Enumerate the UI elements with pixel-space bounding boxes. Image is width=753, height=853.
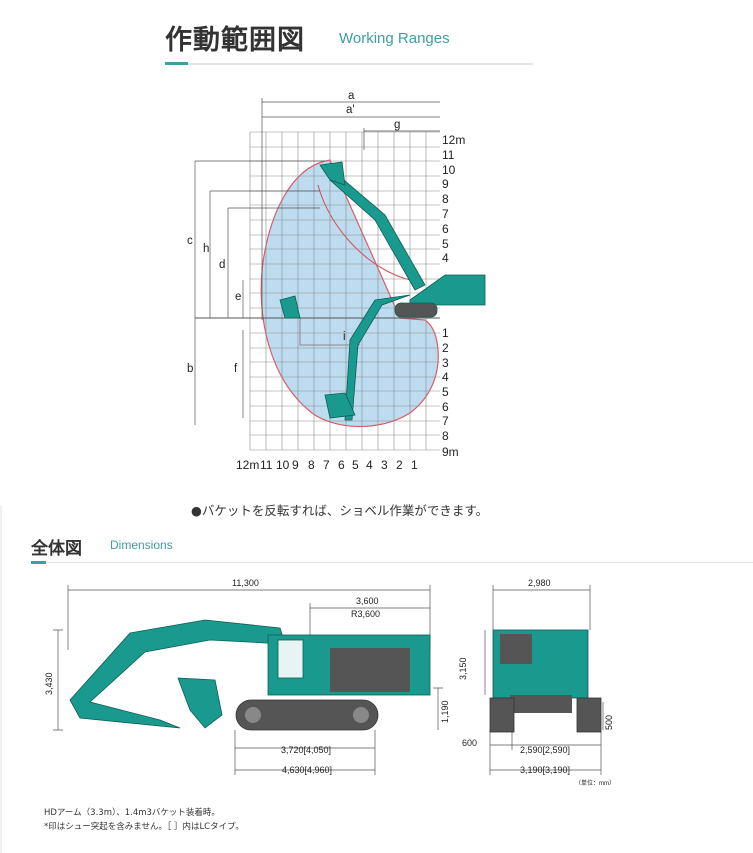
cab-window: [277, 639, 304, 679]
depth-labels: 1 2 3 4 5 6 7 8 9m: [442, 326, 459, 459]
svg-text:6: 6: [442, 222, 449, 236]
boom-arm: [69, 619, 286, 729]
svg-text:5: 5: [442, 385, 449, 399]
svg-text:10: 10: [276, 458, 290, 472]
svg-text:8: 8: [442, 429, 449, 443]
overall-height: 3,430: [44, 672, 54, 695]
dimensions-underline: [31, 562, 753, 563]
side-view: [53, 585, 443, 775]
section-side-rule: [0, 506, 2, 853]
front-undercarriage: [510, 695, 572, 713]
dim-label-a-prime: a': [346, 104, 355, 116]
reach-arc-inner: [317, 184, 411, 281]
svg-text:9: 9: [442, 177, 449, 191]
svg-text:4: 4: [442, 251, 449, 265]
track-gauge: 2,590[2,590]: [520, 745, 570, 755]
dim-label-i: i: [343, 331, 346, 343]
working-ranges-subtitle: Working Ranges: [339, 30, 450, 47]
engine-cover: [330, 648, 410, 692]
svg-text:7: 7: [442, 414, 449, 428]
dimensions-accent-bar: [31, 561, 46, 564]
track-rollers: [245, 707, 369, 723]
svg-text:3: 3: [381, 458, 388, 472]
front-track-right: [576, 697, 602, 733]
tumbler-distance: 3,720[4,050]: [281, 745, 331, 755]
reach-arc-lower: [299, 318, 360, 346]
overall-length: 11,300: [232, 578, 259, 588]
dimensions-subtitle: Dimensions: [110, 538, 173, 552]
title-underline: [165, 63, 533, 65]
height-labels: 12m 11 10 9 8 7 6 5 4: [442, 133, 465, 265]
svg-text:9: 9: [292, 458, 299, 472]
svg-text:5: 5: [352, 458, 359, 472]
horizontal-labels: 12m 11 10 9 8 7 6 5 4 3 2 1: [236, 458, 418, 472]
svg-text:12m: 12m: [236, 458, 259, 472]
svg-text:2: 2: [396, 458, 403, 472]
front-cab: [500, 634, 532, 664]
bucket-note: ●バケットを反転すれば、ショベル作業ができます。: [191, 503, 489, 518]
dim-label-e: e: [235, 291, 241, 303]
svg-text:3: 3: [442, 356, 449, 370]
svg-text:2: 2: [442, 341, 449, 355]
svg-text:11: 11: [442, 148, 455, 162]
footnote-2: *印はシュー突起を含みません。［ ］内はLCタイプ。: [44, 822, 244, 832]
grouser-height: 500: [604, 715, 614, 730]
front-dimension-lines: [484, 585, 604, 775]
svg-text:11: 11: [260, 458, 273, 472]
svg-text:8: 8: [442, 192, 449, 206]
grid: [249, 131, 440, 451]
dim-label-b: b: [187, 363, 193, 375]
undercarriage-width: 3,190[3,190]: [520, 765, 570, 775]
svg-text:10: 10: [442, 163, 456, 177]
counterweight-clearance: 1,190: [440, 700, 450, 723]
dim-label-f: f: [234, 363, 238, 375]
tail-radius: R3,600: [351, 609, 380, 619]
dimensions-title: 全体図: [31, 539, 82, 559]
cab-height: 3,150: [458, 657, 468, 680]
bucket: [177, 677, 223, 729]
shoe-width: 600: [462, 738, 477, 748]
svg-text:9m: 9m: [442, 445, 459, 459]
overall-width: 2,980: [528, 578, 551, 588]
svg-text:8: 8: [308, 458, 315, 472]
svg-text:7: 7: [442, 207, 449, 221]
svg-text:6: 6: [442, 400, 449, 414]
dimension-lines: [194, 98, 440, 425]
dimensions-diagram: 11,300 3,600 R3,600 3,430 1,190 3,720[4,…: [44, 578, 615, 787]
unit-label: （単位：mm）: [575, 779, 615, 787]
svg-text:4: 4: [366, 458, 373, 472]
working-ranges-title: 作動範囲図: [165, 25, 305, 56]
footnote-1: HDアーム（3.3m）、1.4m3バケット装着時。: [44, 808, 220, 818]
svg-text:7: 7: [323, 458, 330, 472]
working-ranges-diagram: a a' g c h d e b f i 12m 11 10 9 8 7 6 5…: [187, 90, 486, 472]
front-view: [484, 585, 604, 775]
tail-length: 3,600: [356, 596, 379, 606]
front-track-left: [489, 697, 515, 733]
svg-text:12m: 12m: [442, 133, 465, 147]
svg-text:1: 1: [442, 326, 449, 340]
dim-label-a: a: [348, 90, 355, 102]
svg-text:1: 1: [411, 458, 418, 472]
side-track: [235, 699, 379, 731]
dim-label-d: d: [219, 259, 225, 271]
svg-text:4: 4: [442, 370, 449, 384]
dim-label-h: h: [203, 243, 209, 255]
excavator-silhouette: [279, 161, 486, 421]
dim-label-c: c: [187, 235, 193, 247]
dim-label-g: g: [394, 119, 400, 131]
title-accent-bar: [165, 62, 188, 65]
track-length: 4,630[4,960]: [282, 765, 332, 775]
svg-text:6: 6: [338, 458, 345, 472]
svg-text:5: 5: [442, 237, 449, 251]
